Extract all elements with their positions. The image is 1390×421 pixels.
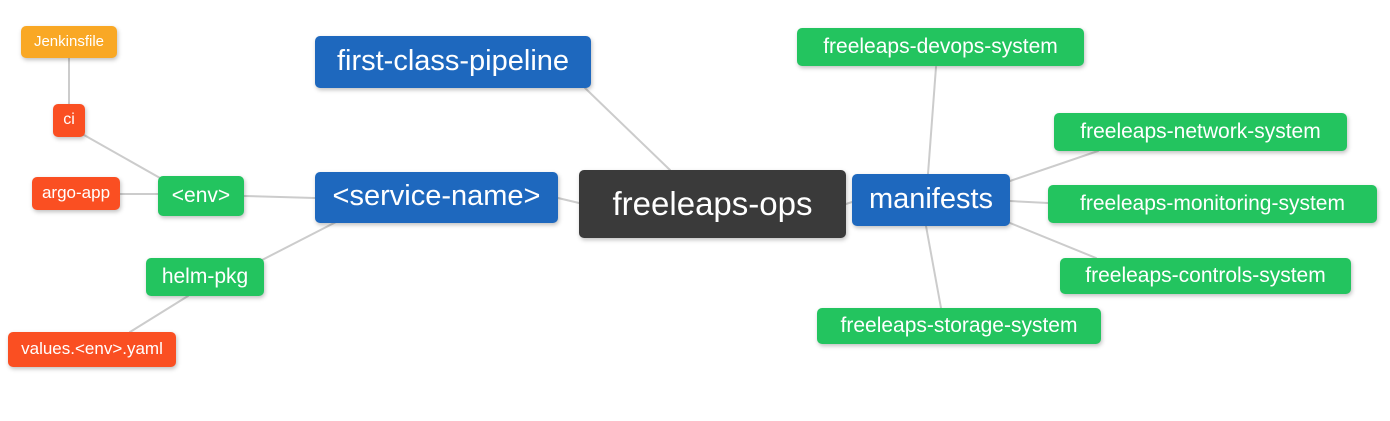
node-label-helm-pkg: helm-pkg [161,264,249,288]
edge-manifests-to-freeleaps-monitoring-system [1009,200,1049,204]
node-label-manifests: manifests [868,182,994,215]
node-label-freeleaps-controls-system: freeleaps-controls-system [1085,263,1326,287]
node-env[interactable]: <env> [158,176,244,216]
node-values-env-yaml[interactable]: values.<env>.yaml [8,332,176,367]
node-freeleaps-storage-system[interactable]: freeleaps-storage-system [817,308,1101,344]
node-argo-app[interactable]: argo-app [32,177,120,210]
node-first-class-pipeline[interactable]: first-class-pipeline [315,36,591,88]
node-freeleaps-network-system[interactable]: freeleaps-network-system [1054,113,1347,151]
edge-first-class-pipeline-to-freeleaps-ops [584,87,671,171]
node-freeleaps-ops[interactable]: freeleaps-ops [579,170,846,238]
edge-manifests-to-freeleaps-network-system [1009,150,1099,182]
node-label-freeleaps-ops: freeleaps-ops [612,184,813,222]
node-freeleaps-controls-system[interactable]: freeleaps-controls-system [1060,258,1351,294]
edge-ci-to-env [83,134,161,179]
node-manifests[interactable]: manifests [852,174,1010,226]
edge-helm-pkg-to-values-env-yaml [129,295,189,333]
node-label-first-class-pipeline: first-class-pipeline [336,44,570,77]
node-label-env: <env> [171,183,231,207]
node-label-jenkinsfile: Jenkinsfile [33,32,105,50]
node-label-freeleaps-devops-system: freeleaps-devops-system [823,34,1058,58]
edge-service-name-to-freeleaps-ops [557,197,580,204]
node-label-service-name: <service-name> [332,180,541,212]
edge-manifests-to-freeleaps-devops-system [927,66,937,175]
edge-service-name-to-helm-pkg [261,221,337,261]
node-service-name[interactable]: <service-name> [315,172,558,223]
edge-manifests-to-freeleaps-storage-system [925,225,942,309]
node-label-freeleaps-monitoring-system: freeleaps-monitoring-system [1080,191,1345,215]
node-label-freeleaps-storage-system: freeleaps-storage-system [840,313,1078,337]
node-helm-pkg[interactable]: helm-pkg [146,258,264,296]
edge-env-to-service-name [243,195,316,199]
node-label-values-env-yaml: values.<env>.yaml [21,339,163,358]
node-label-ci: ci [63,110,75,128]
node-jenkinsfile[interactable]: Jenkinsfile [21,26,117,58]
node-freeleaps-monitoring-system[interactable]: freeleaps-monitoring-system [1048,185,1377,223]
node-label-argo-app: argo-app [41,183,111,202]
node-freeleaps-devops-system[interactable]: freeleaps-devops-system [797,28,1084,66]
edge-manifests-to-freeleaps-controls-system [1009,222,1097,259]
node-label-freeleaps-network-system: freeleaps-network-system [1080,119,1321,143]
node-ci[interactable]: ci [53,104,85,137]
